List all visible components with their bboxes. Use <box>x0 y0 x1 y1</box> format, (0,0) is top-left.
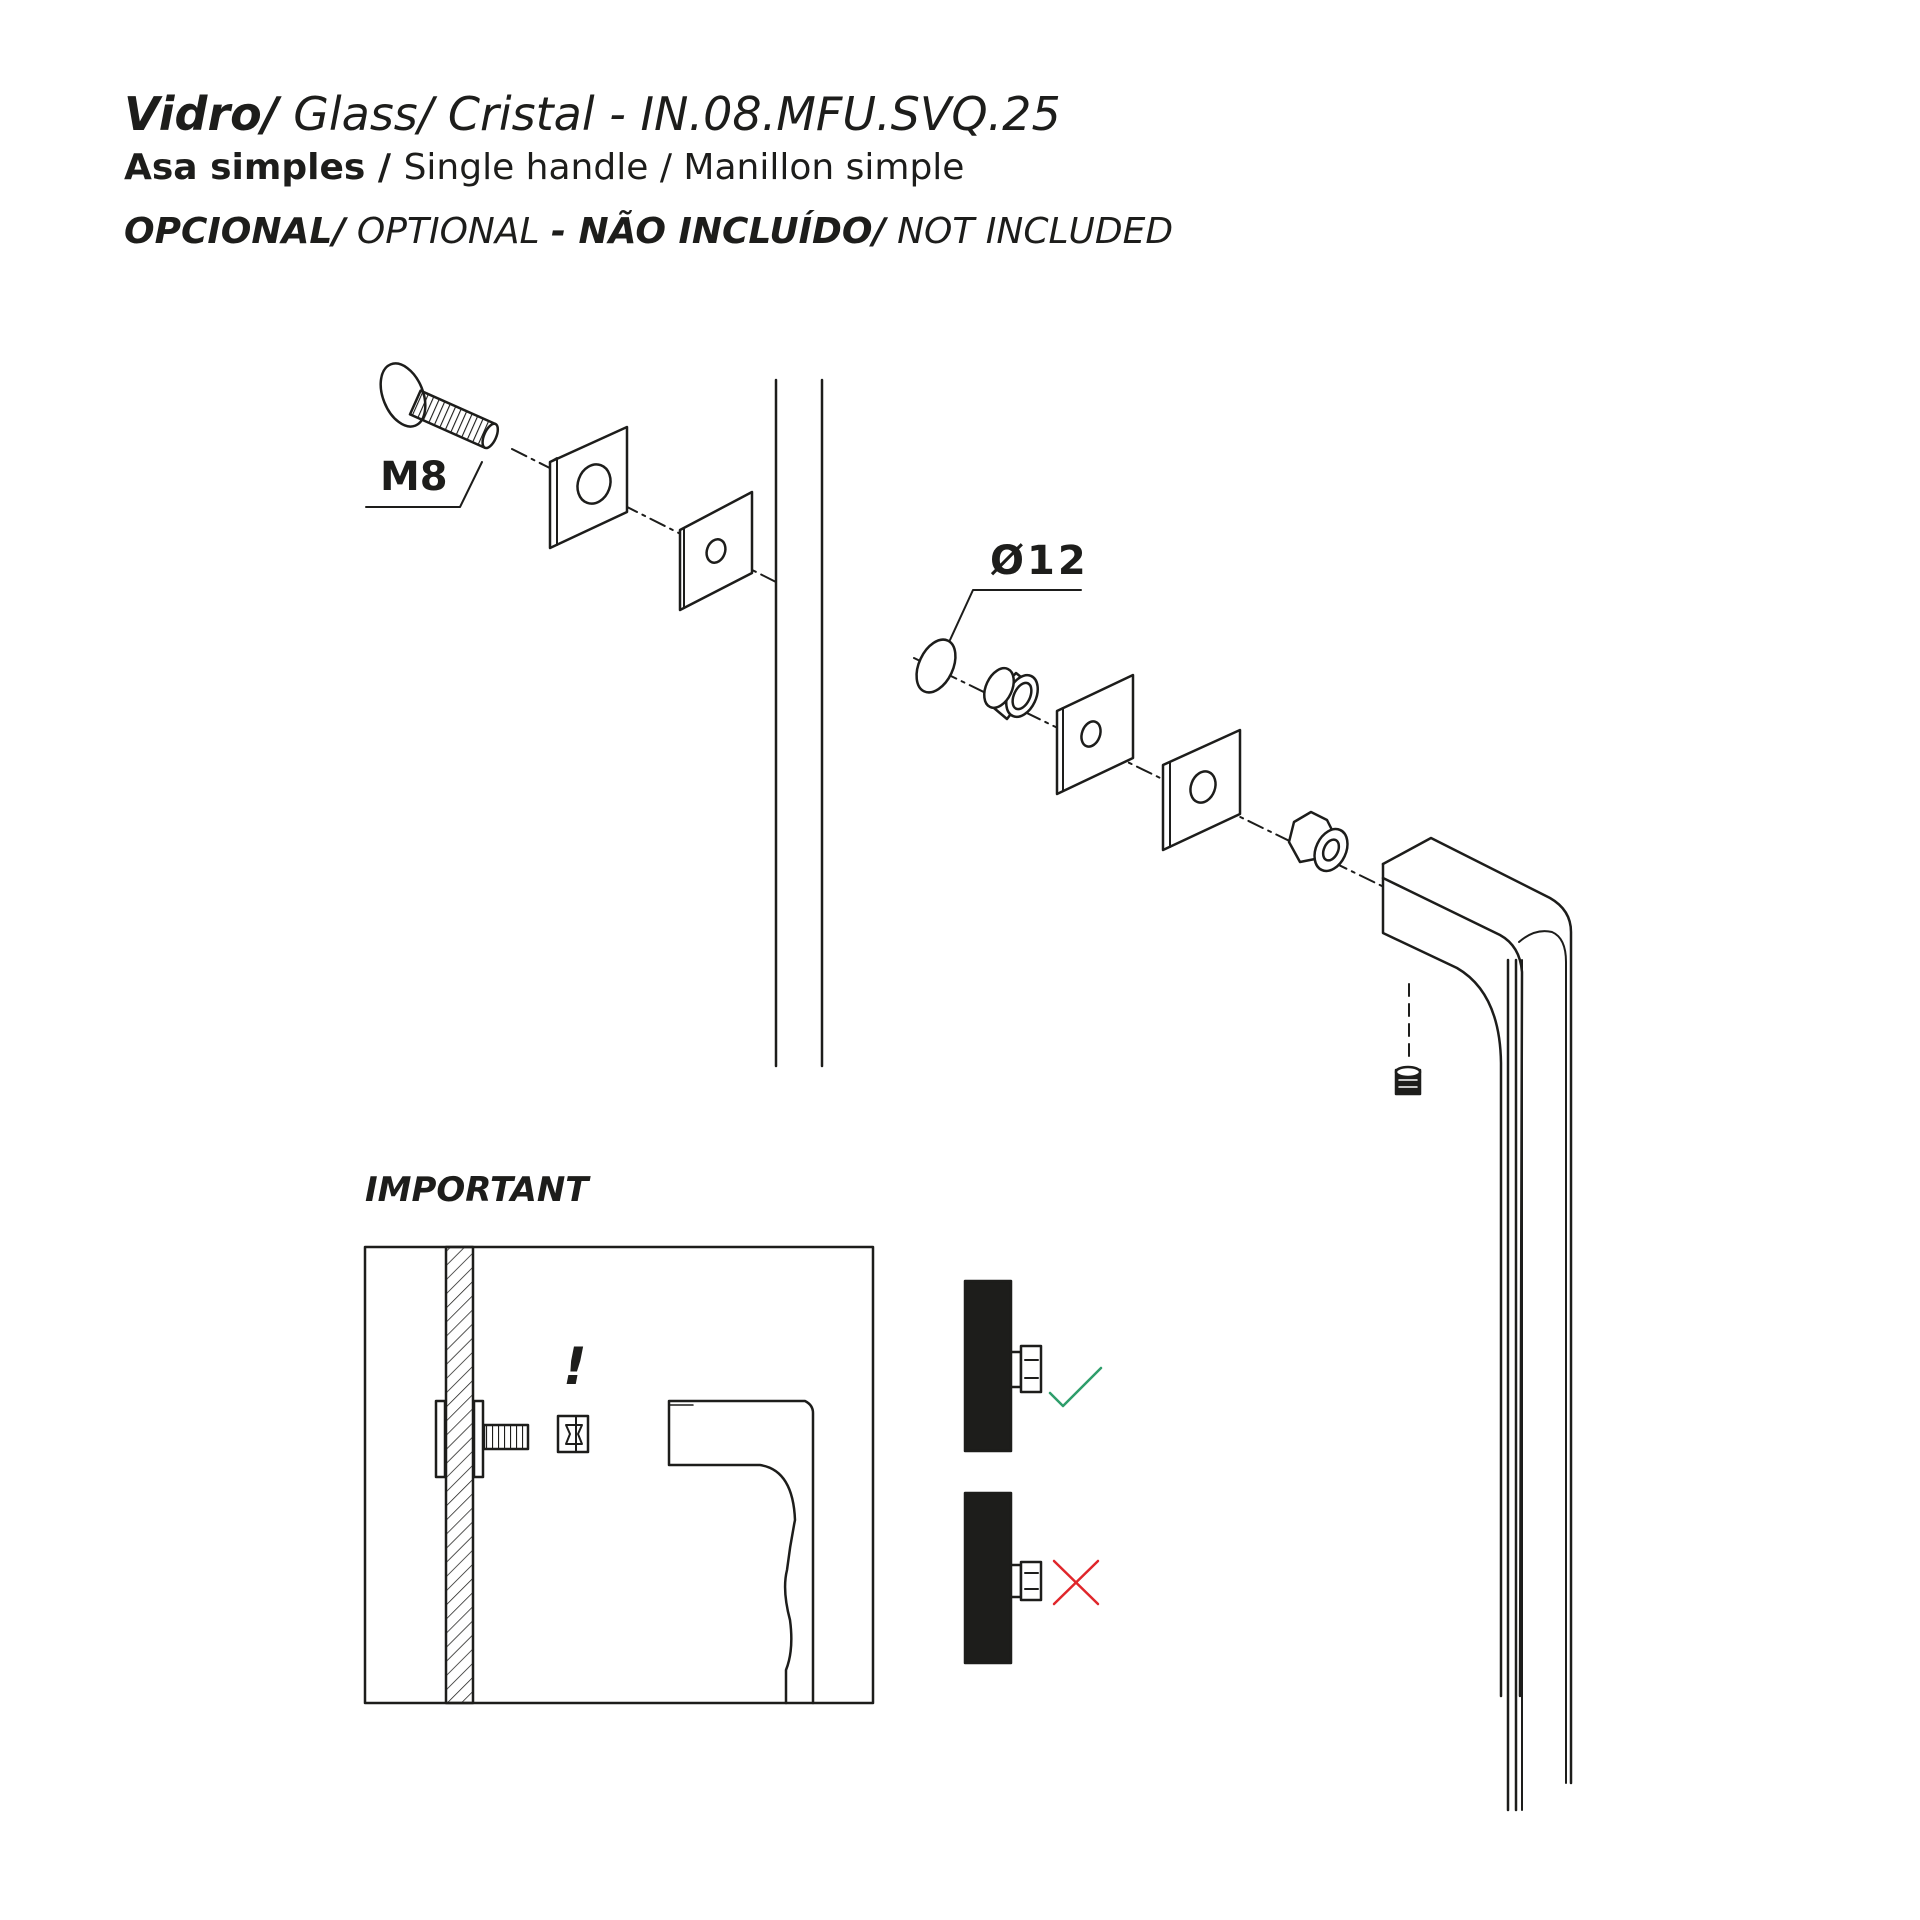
diameter-label: Ø12 <box>990 538 1089 584</box>
handle-bar <box>1381 836 1573 1812</box>
grub-screw-icon <box>1394 1065 1422 1096</box>
washer-plate-2 <box>678 490 754 612</box>
product-title: Vidro/ Glass/ Cristal - IN.08.MFU.SVQ.25 <box>124 86 1173 142</box>
not-included-en: NOT INCLUDED <box>885 211 1174 252</box>
diameter-leader-line <box>949 589 1082 641</box>
glass-hole-disc <box>915 638 957 694</box>
not-included-pt: - NÃO INCLUÍDO/ <box>550 211 886 252</box>
correct-example <box>963 1279 1103 1453</box>
handle-detail <box>667 1399 815 1705</box>
title-pt: Vidro/ <box>124 87 279 141</box>
glass-panel <box>774 378 824 1068</box>
washer-plate-3 <box>1055 673 1135 796</box>
subtitle-pt: Asa simples / <box>124 147 404 188</box>
optional-en: OPTIONAL <box>345 211 551 252</box>
important-label: IMPORTANT <box>365 1170 591 1210</box>
washer-plate-4 <box>1161 728 1242 852</box>
screw-size-label: M8 <box>380 454 448 500</box>
washer-plate-1 <box>548 425 629 550</box>
optional-note: OPCIONAL/ OPTIONAL - NÃO INCLUÍDO/ NOT I… <box>124 208 1173 256</box>
check-icon <box>1048 1366 1103 1408</box>
important-detail-box <box>363 1245 875 1705</box>
wrong-example <box>963 1491 1100 1665</box>
warning-mark: ! <box>563 1337 587 1397</box>
m8-leader-line <box>365 461 483 508</box>
product-subtitle: Asa simples / Single handle / Manillon s… <box>124 144 1173 192</box>
bushing-icon <box>982 666 1039 721</box>
connector-nut-icon <box>1287 810 1349 873</box>
cross-icon <box>1052 1559 1100 1606</box>
connector-detail-icon <box>556 1414 590 1454</box>
document-header: Vidro/ Glass/ Cristal - IN.08.MFU.SVQ.25… <box>124 86 1173 256</box>
optional-pt: OPCIONAL/ <box>124 211 346 252</box>
title-rest: Glass/ Cristal - IN.08.MFU.SVQ.25 <box>278 87 1061 141</box>
subtitle-rest: Single handle / Manillon simple <box>403 147 965 188</box>
m8-screw-icon <box>379 362 500 450</box>
